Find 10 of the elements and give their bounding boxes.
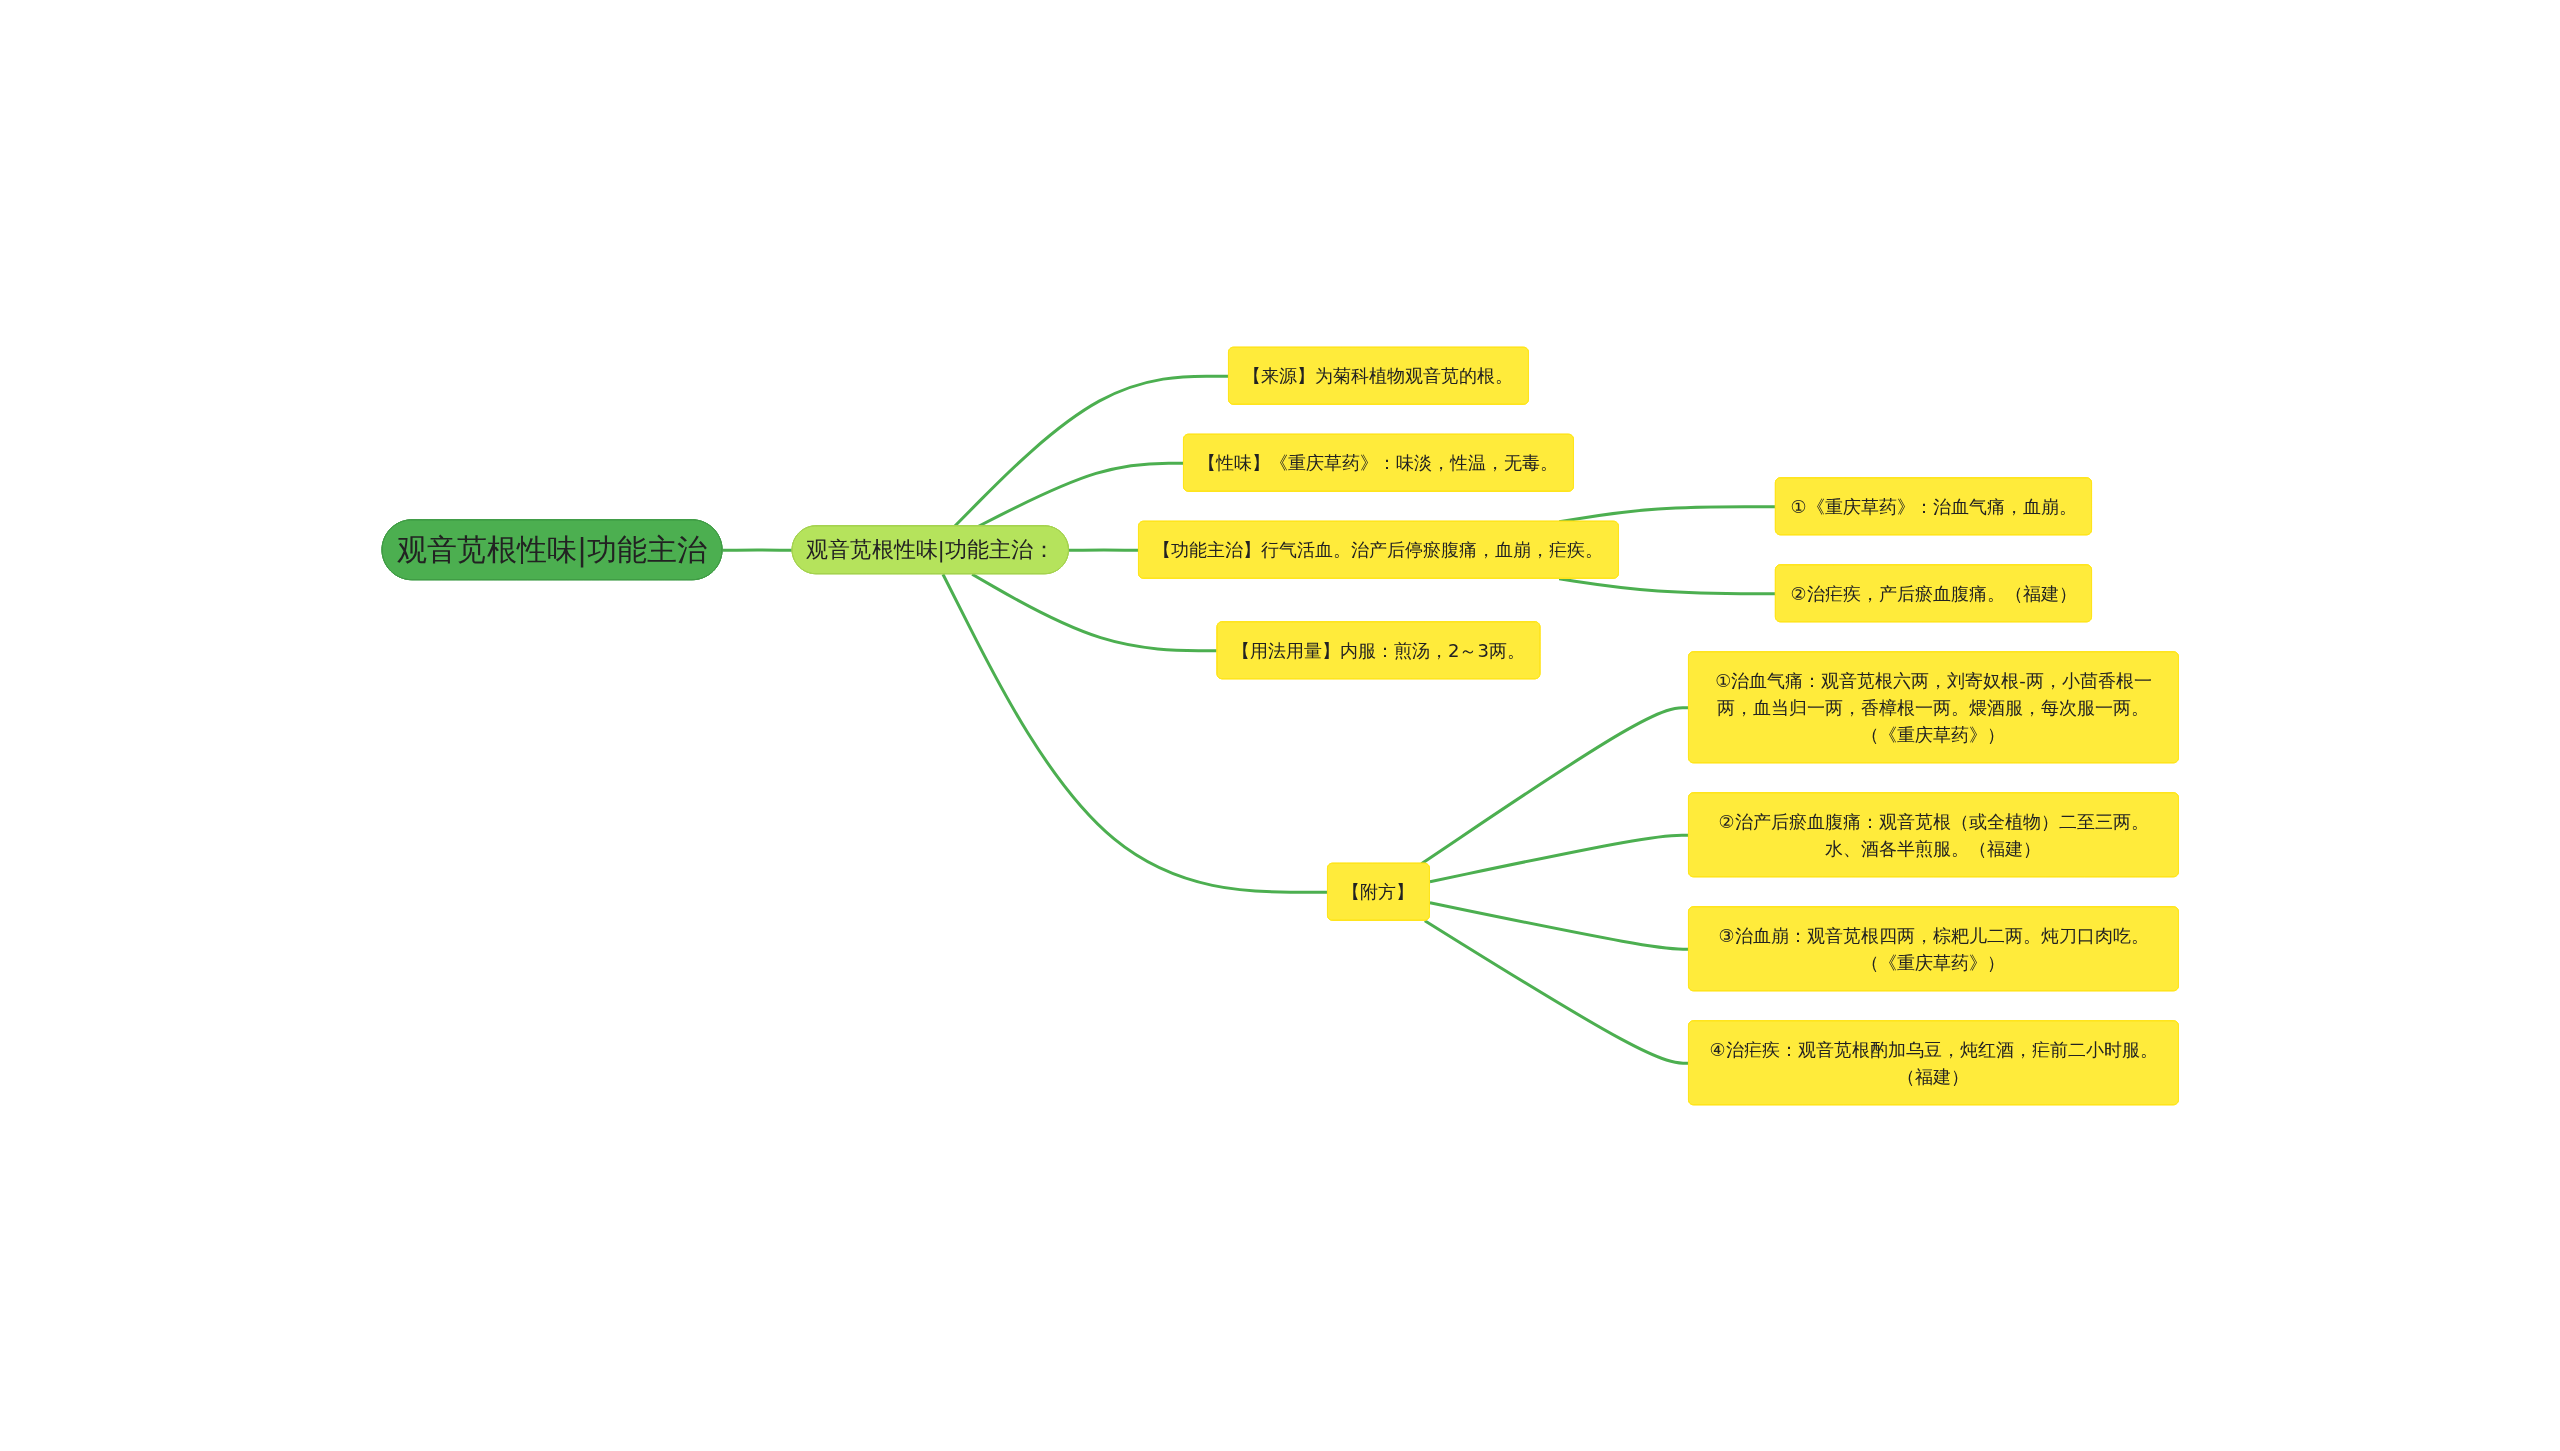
connector: [1420, 705, 1689, 865]
connector: [1429, 833, 1689, 883]
connector: [1068, 547, 1139, 552]
connector: [1558, 576, 1776, 595]
connector: [1429, 900, 1689, 951]
connector: [941, 573, 1328, 894]
connector: [953, 374, 1229, 527]
connector: [971, 572, 1218, 652]
connector: [722, 547, 793, 552]
connector: [1423, 918, 1689, 1065]
